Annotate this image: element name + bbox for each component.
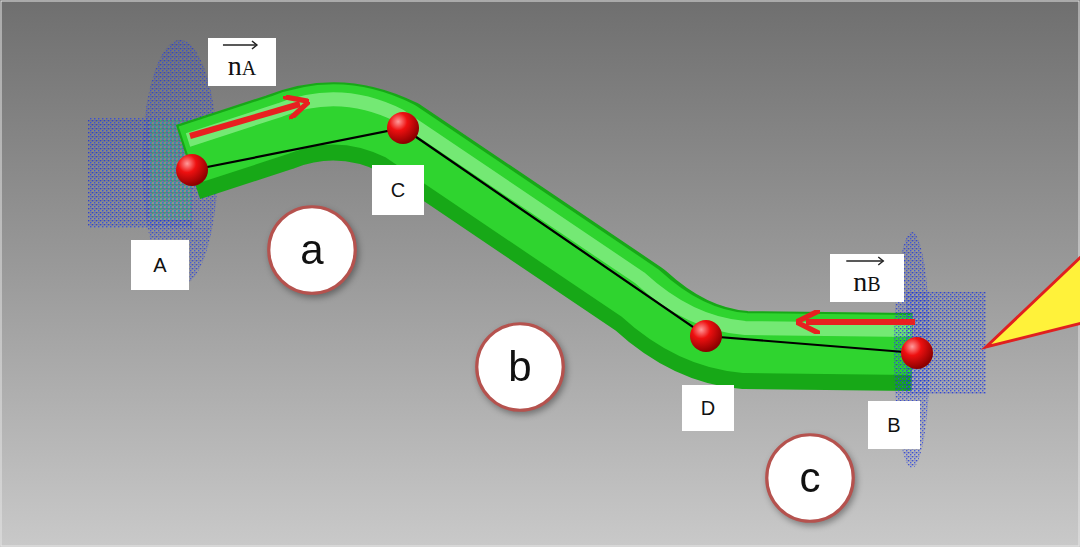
point-letter: B — [887, 414, 900, 436]
vector-name: nB — [853, 259, 880, 298]
point-label-box: D — [682, 385, 734, 431]
segment-circle: c — [764, 432, 856, 524]
vector-arrow — [223, 44, 257, 45]
point-label-box: B — [868, 401, 920, 449]
point-letter: C — [391, 179, 405, 201]
axis-line — [192, 128, 917, 353]
point-marker — [901, 337, 933, 369]
segment-letter: b — [508, 344, 531, 390]
normal-vector — [806, 319, 915, 325]
vector-arrow — [878, 257, 883, 265]
normal-vector — [190, 104, 300, 136]
circle-outline — [269, 207, 355, 293]
point-marker — [387, 112, 419, 144]
point-letter: D — [701, 397, 715, 419]
vector-arrow — [846, 260, 883, 261]
vector-label-box: nB — [830, 254, 904, 303]
segment-circle: a — [266, 204, 358, 296]
segment-letter: a — [300, 227, 323, 273]
segment-letter: c — [800, 455, 821, 501]
pointer-triangle — [986, 252, 1080, 347]
point-label-box: A — [131, 240, 189, 290]
vector-label-box: nA — [208, 38, 276, 87]
point-letter: A — [153, 254, 166, 276]
vector-arrow — [252, 41, 257, 49]
point-label-box: C — [372, 165, 424, 215]
circle-outline — [767, 435, 853, 521]
segment-circle: b — [474, 321, 566, 413]
pipe-tube — [188, 99, 912, 352]
point-marker — [176, 154, 208, 186]
point-marker — [690, 320, 722, 352]
circle-outline — [477, 324, 563, 410]
vector-name: nA — [228, 43, 256, 82]
